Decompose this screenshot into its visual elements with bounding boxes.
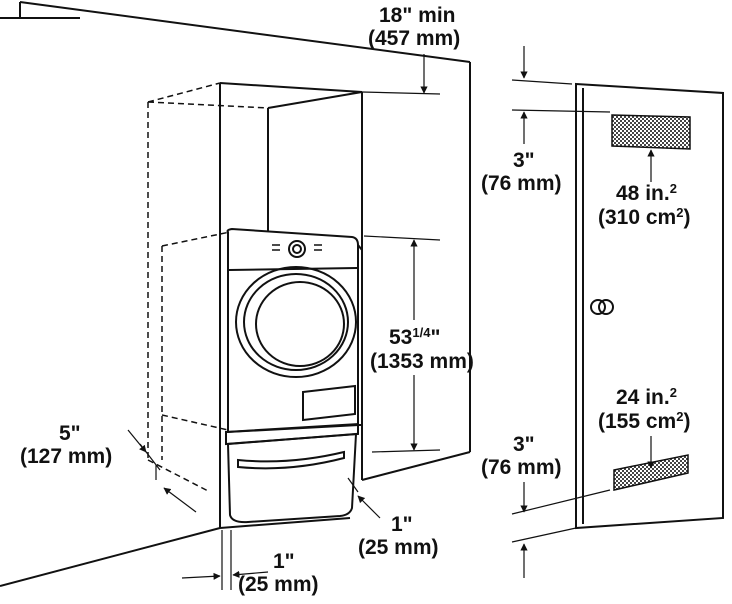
svg-text:(1353 mm): (1353 mm) bbox=[370, 350, 474, 373]
floor-front bbox=[219, 517, 351, 529]
svg-text:(76 mm): (76 mm) bbox=[481, 456, 562, 479]
svg-text:(76 mm): (76 mm) bbox=[481, 172, 562, 195]
dimension-arrow-icon bbox=[163, 487, 197, 513]
front-clearance-label: 1" (25 mm) bbox=[238, 550, 319, 596]
dimension-arrow-icon bbox=[181, 572, 221, 580]
svg-text:3": 3" bbox=[513, 149, 535, 172]
dryer bbox=[226, 227, 363, 434]
svg-text:18" min: 18" min bbox=[379, 4, 455, 27]
door-bottom-gap-label: 3" (76 mm) bbox=[481, 433, 562, 479]
floor-line-left bbox=[0, 527, 221, 587]
dashed-cabinet-outline bbox=[147, 82, 269, 493]
back-wall-top bbox=[19, 1, 471, 63]
top-vent-area-label: 48 in.2 (310 cm2) bbox=[598, 181, 690, 229]
svg-text:1": 1" bbox=[273, 550, 295, 573]
svg-text:24 in.2: 24 in.2 bbox=[616, 385, 677, 409]
opening-inner-top bbox=[267, 91, 363, 109]
back-wall bbox=[0, 17, 80, 19]
vent-grille-icon bbox=[611, 114, 691, 150]
dryer-door-glass bbox=[255, 281, 345, 367]
dryer-body bbox=[226, 227, 359, 434]
dryer-side bbox=[357, 244, 363, 426]
svg-text:(457 mm): (457 mm) bbox=[368, 27, 460, 50]
rear-clearance-label: 1" (25 mm) bbox=[358, 513, 439, 559]
side-clearance-label: 5" (127 mm) bbox=[20, 422, 112, 468]
bottom-vent-area-label: 24 in.2 (155 cm2) bbox=[598, 385, 690, 433]
pedestal bbox=[225, 422, 359, 524]
svg-text:5": 5" bbox=[59, 422, 81, 445]
door-panel bbox=[575, 82, 724, 530]
door-knob-icon bbox=[590, 299, 614, 315]
svg-text:3": 3" bbox=[513, 433, 535, 456]
dryer-door-outer bbox=[235, 266, 357, 378]
svg-text:531/4": 531/4" bbox=[389, 325, 440, 349]
svg-text:(25 mm): (25 mm) bbox=[238, 573, 319, 596]
svg-text:1": 1" bbox=[391, 513, 413, 536]
dryer-door-ring bbox=[243, 273, 349, 371]
door-top-gap-label: 3" (76 mm) bbox=[481, 149, 562, 195]
height-label: 531/4" (1353 mm) bbox=[370, 325, 474, 373]
dimension-arrow-icon bbox=[232, 570, 269, 579]
top-clearance-label: 18" min (457 mm) bbox=[368, 4, 460, 50]
dimension-arrow-icon bbox=[357, 495, 381, 519]
opening-top bbox=[219, 82, 363, 93]
svg-text:(310 cm2): (310 cm2) bbox=[598, 205, 690, 229]
svg-text:48 in.2: 48 in.2 bbox=[616, 181, 677, 205]
closet-door bbox=[575, 82, 724, 530]
vent-grille-icon bbox=[613, 454, 689, 491]
control-buttons bbox=[272, 244, 322, 251]
dimension-lines bbox=[127, 46, 655, 590]
svg-text:(155 cm2): (155 cm2) bbox=[598, 409, 690, 433]
closet-structure bbox=[0, 1, 471, 587]
lint-panel bbox=[302, 384, 356, 422]
pedestal-drawer-handle bbox=[237, 450, 345, 470]
svg-text:(25 mm): (25 mm) bbox=[358, 536, 439, 559]
control-knob-icon bbox=[288, 240, 306, 258]
floor-line-right bbox=[361, 451, 471, 481]
dryer-console-line bbox=[228, 267, 358, 271]
svg-text:(127 mm): (127 mm) bbox=[20, 445, 112, 468]
